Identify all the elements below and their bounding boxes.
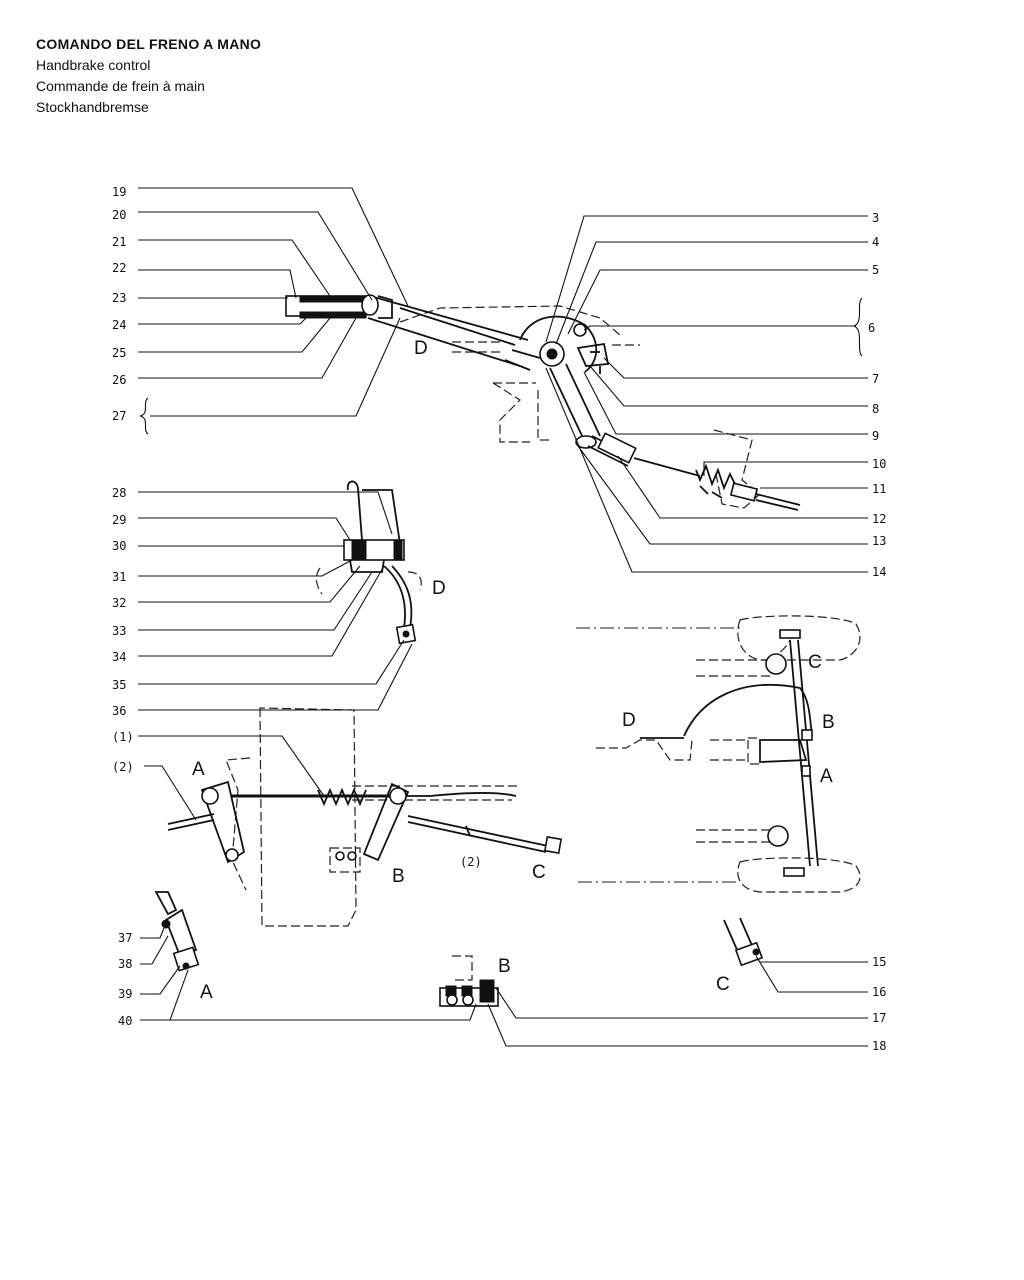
callout-6: 6 <box>868 321 875 335</box>
rear-axle-plan-view <box>576 615 861 893</box>
callout-28: 28 <box>112 486 126 500</box>
view-letter-d-top: D <box>414 338 428 359</box>
view-letter-c-detail: C <box>716 974 730 995</box>
callout-36: 36 <box>112 704 126 718</box>
callout-8: 8 <box>872 402 879 416</box>
view-letter-b-detail: B <box>498 956 511 977</box>
view-letter-d-axle: D <box>622 710 636 731</box>
callout-23: 23 <box>112 291 126 305</box>
view-letter-d-mid: D <box>432 578 446 599</box>
callouts-left-low: (1) (2) <box>112 730 134 774</box>
callout-17: 17 <box>872 1011 886 1025</box>
equalizer-drawing <box>167 707 563 927</box>
callout-9: 9 <box>872 429 879 443</box>
callout-13: 13 <box>872 534 886 548</box>
callout-20: 20 <box>112 208 126 222</box>
view-letter-a-detail: A <box>200 982 213 1003</box>
callouts-left-bottom: 37 38 39 40 <box>118 931 132 1028</box>
callout-29: 29 <box>112 513 126 527</box>
callout-21: 21 <box>112 235 126 249</box>
callout-30: 30 <box>112 539 126 553</box>
callout-p2-rod: (2) <box>460 855 482 869</box>
lever-assembly-drawing <box>285 294 801 511</box>
view-letter-b-equalizer: B <box>392 866 405 887</box>
title-english: Handbrake control <box>36 57 151 73</box>
callout-22: 22 <box>112 261 126 275</box>
callout-39: 39 <box>118 987 132 1001</box>
callout-37: 37 <box>118 931 132 945</box>
callout-33: 33 <box>112 624 126 638</box>
callout-3: 3 <box>872 211 879 225</box>
callout-p1: (1) <box>112 730 134 744</box>
callouts-left-mid: 28 29 30 31 32 33 34 35 36 <box>112 486 126 718</box>
callout-25: 25 <box>112 346 126 360</box>
callouts-right-top: 3 4 5 6 7 8 9 10 11 12 13 14 <box>868 211 886 579</box>
callout-12: 12 <box>872 512 886 526</box>
detail-b-drawing <box>439 955 499 1007</box>
detail-c-drawing <box>723 917 764 967</box>
callout-5: 5 <box>872 263 879 277</box>
callout-34: 34 <box>112 650 126 664</box>
detail-a-drawing <box>154 891 200 972</box>
callout-32: 32 <box>112 596 126 610</box>
callout-35: 35 <box>112 678 126 692</box>
callout-27: 27 <box>112 409 126 423</box>
title-french: Commande de frein à main <box>36 78 205 94</box>
callout-10: 10 <box>872 457 886 471</box>
title-german: Stockhandbremse <box>36 99 149 115</box>
callout-15: 15 <box>872 955 886 969</box>
view-letter-b-axle: B <box>822 712 835 733</box>
view-letter-c-axle: C <box>808 652 822 673</box>
callout-18: 18 <box>872 1039 886 1053</box>
callout-31: 31 <box>112 570 126 584</box>
callout-4: 4 <box>872 235 879 249</box>
view-letter-c-rod: C <box>532 862 546 883</box>
pivot-bracket-drawing <box>315 480 422 645</box>
callout-14: 14 <box>872 565 886 579</box>
callout-p2: (2) <box>112 760 134 774</box>
callouts-right-bottom: 15 16 17 18 <box>872 955 886 1053</box>
callout-40: 40 <box>118 1014 132 1028</box>
callout-26: 26 <box>112 373 126 387</box>
callout-38: 38 <box>118 957 132 971</box>
callout-11: 11 <box>872 482 886 496</box>
view-letter-a-equalizer: A <box>192 759 205 780</box>
callout-16: 16 <box>872 985 886 999</box>
callout-24: 24 <box>112 318 126 332</box>
leader-lines <box>138 187 868 1047</box>
diagram-header: COMANDO DEL FRENO A MANO Handbrake contr… <box>36 34 261 118</box>
callout-19: 19 <box>112 185 126 199</box>
callout-7: 7 <box>872 372 879 386</box>
title-italian: COMANDO DEL FRENO A MANO <box>36 36 262 52</box>
view-letter-a-axle: A <box>820 766 833 787</box>
callouts-left-top: 19 20 21 22 23 24 25 26 27 <box>112 185 126 423</box>
view-letters: D D D A A A B B B C C C (2) <box>192 338 835 1003</box>
